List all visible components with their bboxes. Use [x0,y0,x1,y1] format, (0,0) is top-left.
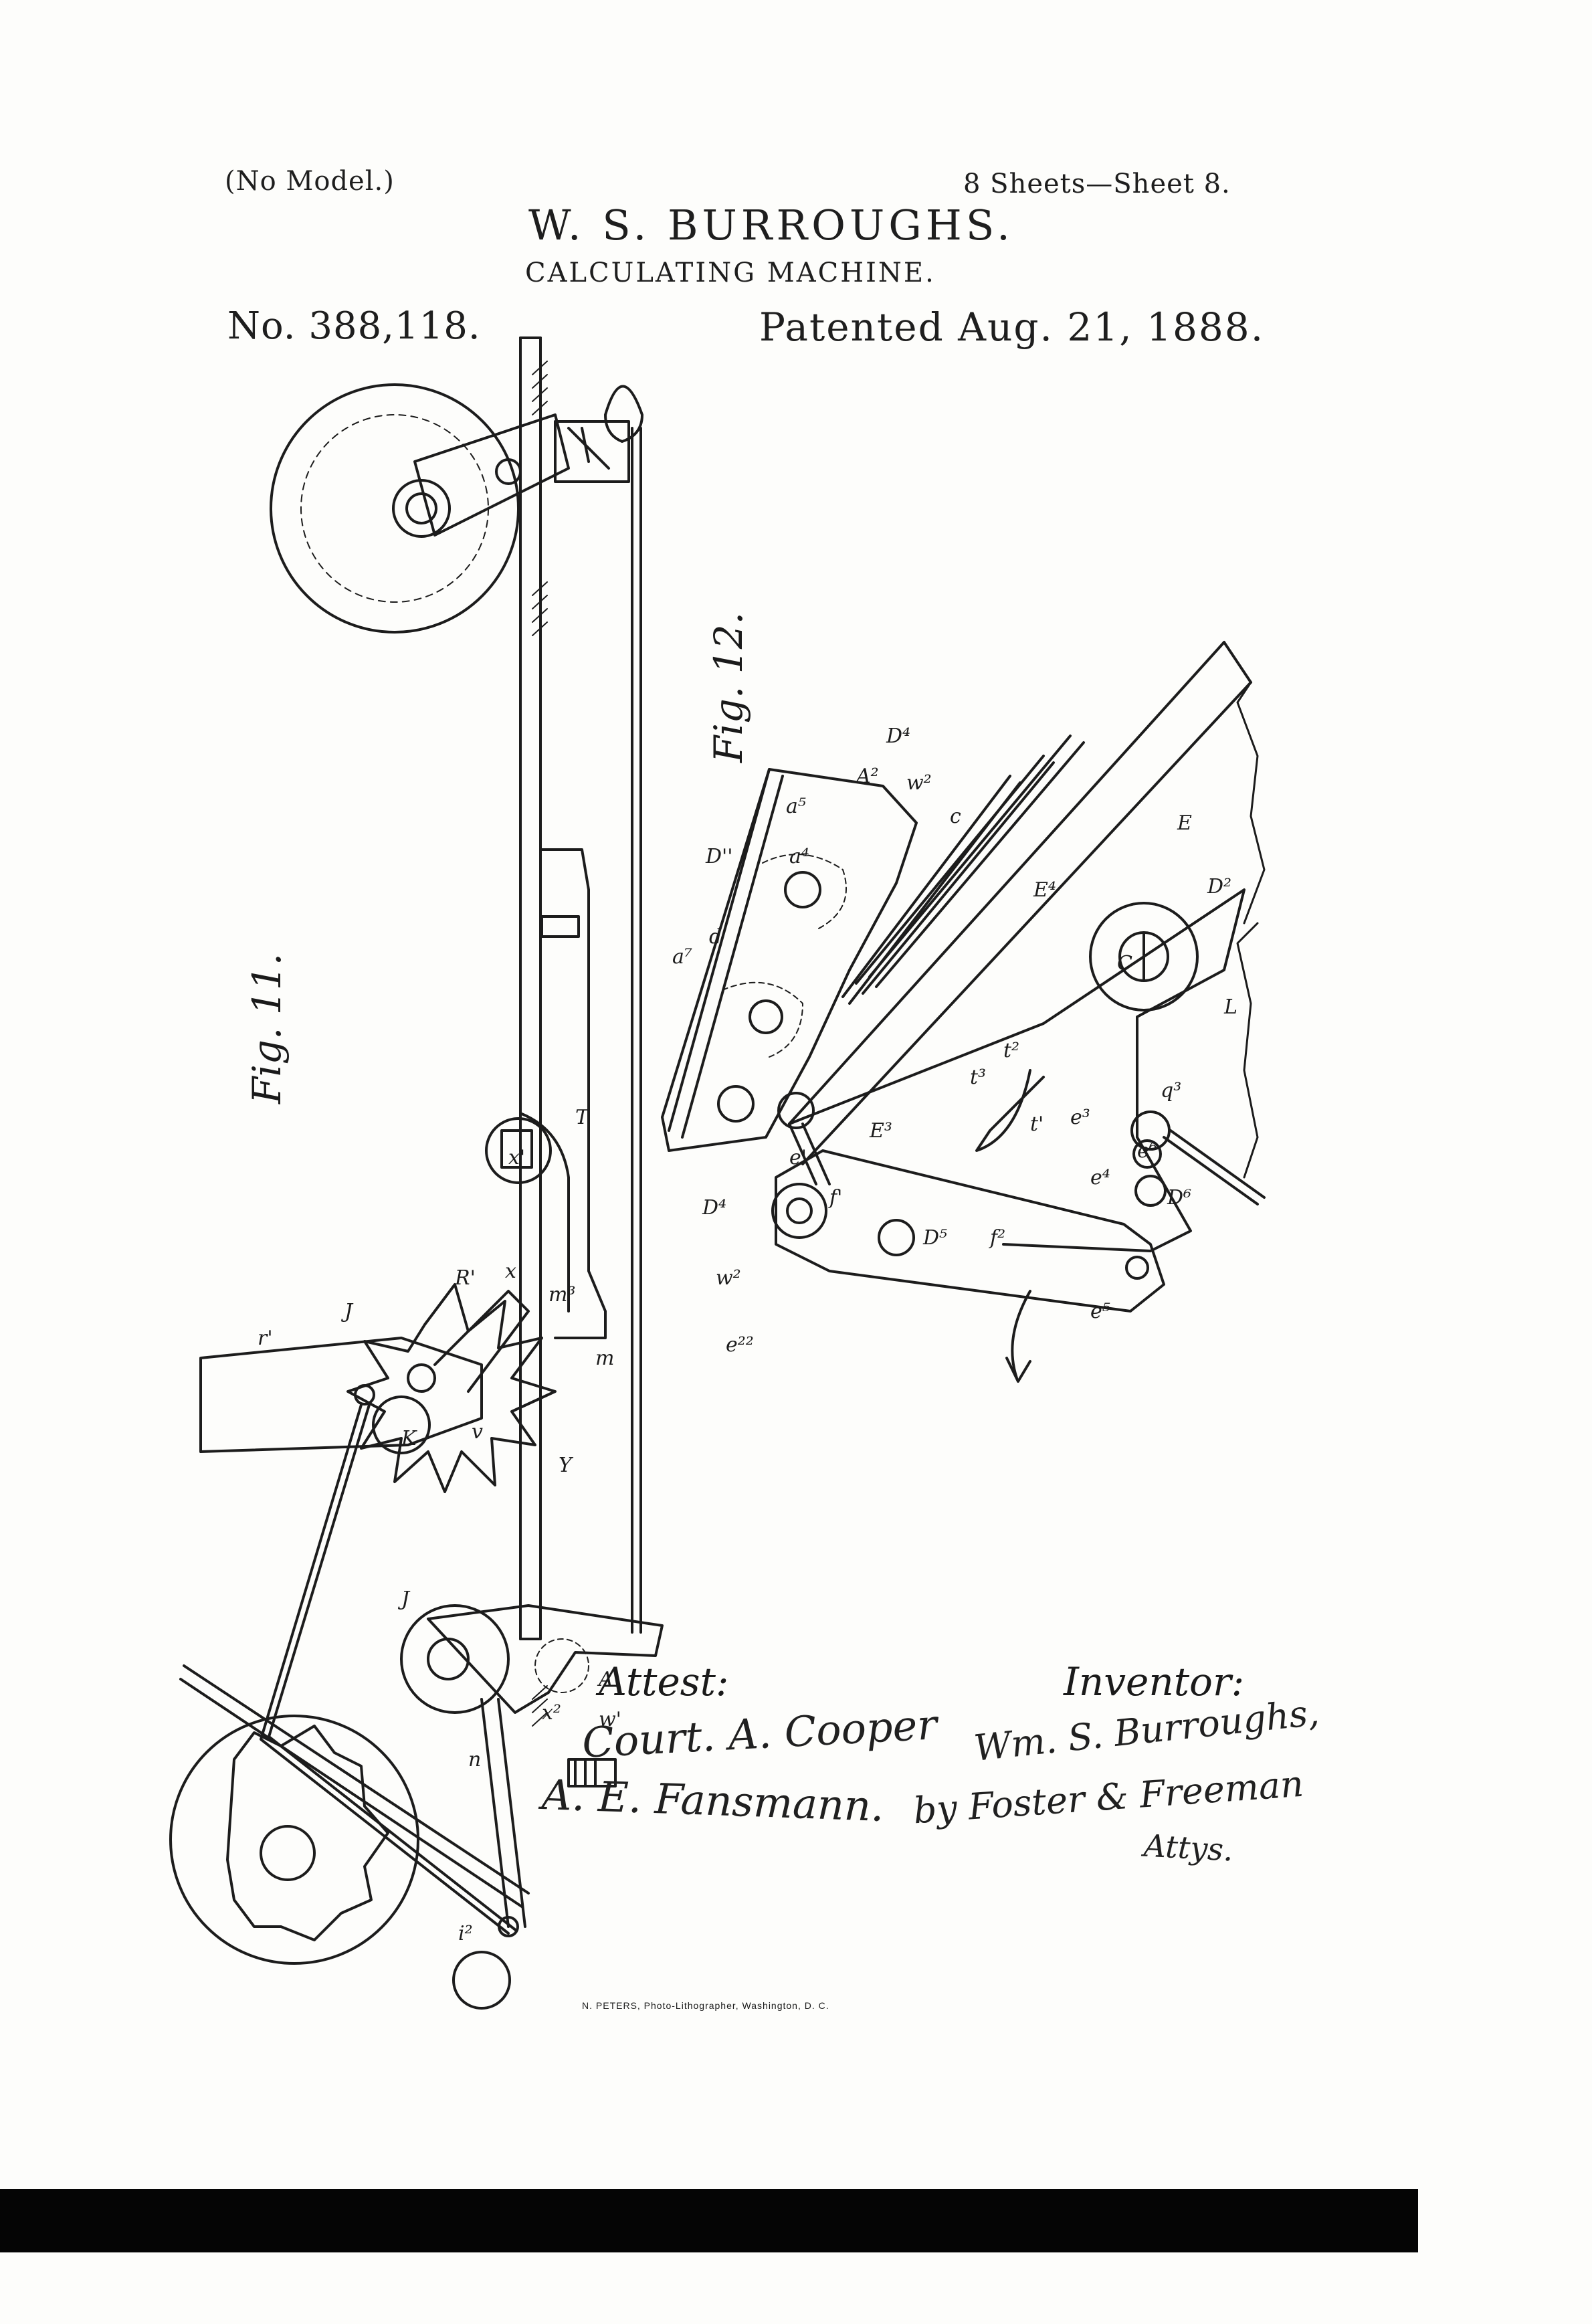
ref-x: m³ [549,1283,575,1306]
ref-t-prime: t' [1030,1112,1043,1136]
fig12-shaft-boss [1089,902,1199,1011]
scan-border-bar [0,2189,1418,2252]
ref-w2: w² [906,771,932,795]
fig12-arrow [1011,1290,1031,1379]
ref-i2: i² [458,1922,473,1945]
fig12-long-arm-1 [788,641,1225,1125]
ref-c: c [950,805,961,828]
fig11-center-hub [485,1117,552,1184]
patent-title: CALCULATING MACHINE. [525,258,936,288]
fig12-main-plate [788,888,1246,1252]
fig12-crank-lever [775,1149,1165,1313]
fig11-bottom-wheel [169,1715,419,1965]
fig12-toothed-plate [661,768,918,1152]
fig11-clip [604,385,643,443]
no-model-note: (No Model.) [225,166,395,197]
fig11-diagonal-bar [179,1678,523,1908]
ref-t2: t² [1003,1039,1019,1062]
ref-D6: D⁶ [1167,1186,1191,1209]
ref-E4: E⁴ [1033,878,1056,902]
ref-m: v [472,1420,483,1444]
ref-R: r' [258,1327,273,1350]
ref-L: L [1223,995,1237,1019]
ref-D4-lower: D⁴ [702,1196,726,1220]
fig12-pivot [878,1219,915,1256]
ref-Y: J [397,1587,411,1611]
fig11-ball [452,1951,511,2010]
fig11-lever-plate [199,1337,483,1453]
ref-a5: a⁵ [786,795,806,818]
ref-K: K [401,1427,417,1450]
ref-w2-lower: w² [716,1266,741,1290]
ref-r-prime: x' [508,1146,525,1169]
figure-11-label: Fig. 11. [244,953,290,1104]
patent-number: No. 388,118. [227,304,481,348]
ref-t3: t³ [970,1066,986,1089]
ref-f2: f² [989,1226,1005,1250]
fig11-lower-wheel [400,1604,510,1714]
ref-e-prime: e' [789,1146,807,1169]
ref-x2: x² [542,1701,561,1725]
fig11-bracket [540,848,607,1339]
inventor-label: Inventor: [1064,1659,1245,1705]
ref-e3: e³ [1070,1106,1090,1129]
attorneys-suffix: Attys. [1142,1827,1234,1868]
ref-A-prime: A' [597,1668,619,1691]
ref-J: J [340,1300,354,1323]
fig11-lever-arm [433,1290,530,1393]
sheet-count: 8 Sheets—Sheet 8. [963,169,1231,199]
ref-w-prime: w' [599,1708,621,1731]
fig11-lower-link [260,1403,510,1935]
ref-v: Y [559,1454,574,1477]
ref-f-prime: f' [828,1186,842,1209]
ref-E: E [1177,811,1192,835]
fig11-lower-arm [427,1604,664,1714]
ref-C: C [1117,952,1132,975]
figure-12-label: Fig. 12. [706,611,751,763]
ref-D-dprime: D'' [705,845,733,868]
fig11-upper-arm [413,413,570,537]
ref-A2: A² [854,765,879,788]
ref-a7: a⁷ [672,945,692,969]
ref-q3: q³ [1161,1079,1181,1102]
ref-e22: e²² [726,1333,754,1357]
ref-a4: a⁴ [789,845,809,868]
ref-T: m [595,1347,614,1370]
fig12-pin-2 [749,999,783,1034]
fig12-spring [975,1069,1045,1152]
ref-m3: T [575,1106,590,1129]
inventor-name: W. S. BURROUGHS. [528,201,1014,250]
ref-e5: e⁵ [1090,1300,1110,1323]
ref-x-prime: x [505,1260,516,1283]
ref-D5: D⁵ [922,1226,947,1250]
ref-d: d [709,925,722,949]
ref-n: n [468,1748,481,1771]
fig11-ratchet [226,1725,389,1941]
fig11-hatching [532,361,548,1727]
fig12-lower-pin [1134,1175,1167,1207]
ref-E3: E³ [869,1119,892,1143]
ref-D2: D² [1207,875,1231,898]
fig12-pin-3 [717,1085,755,1123]
patent-date: Patented Aug. 21, 1888. [759,304,1265,350]
lithographer-credit: N. PETERS, Photo-Lithographer, Washingto… [582,2000,829,2011]
ref-D4: D⁴ [886,724,910,748]
fig12-pin-1 [784,871,821,908]
ref-R-prime: R' [454,1266,476,1290]
ref-e6: e⁶ [1137,1139,1157,1163]
fig11-upper-hub [392,479,451,538]
fig11-star-wheel [346,1283,557,1493]
fig12-reference-letters: D'' a⁷ d a⁵ a⁴ A² D⁴ w² c E⁴ E D² C L q³… [672,724,1237,1357]
fig11-upper-wheel [270,383,520,634]
ref-e4: e⁴ [1090,1166,1110,1189]
attest-label: Attest: [599,1659,729,1705]
fig12-bar-1 [868,735,1085,988]
